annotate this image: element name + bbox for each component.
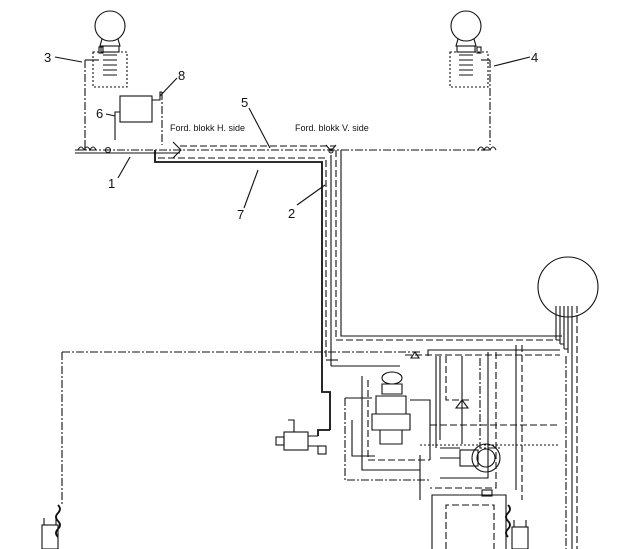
regulator xyxy=(344,371,431,481)
right-headlamp xyxy=(449,10,491,145)
callout-2: 2 xyxy=(288,206,295,221)
relay-unit xyxy=(114,91,163,145)
rear-left-lamp xyxy=(41,504,61,549)
callout-5: 5 xyxy=(241,95,248,110)
starter-switch xyxy=(275,419,330,455)
junction-wiring xyxy=(420,345,560,500)
callout-3: 3 xyxy=(44,50,51,65)
callout-7: 7 xyxy=(237,207,244,222)
left-headlamp xyxy=(84,10,128,140)
callout-1: 1 xyxy=(108,176,115,191)
callout-8: 8 xyxy=(178,68,185,83)
trunk-harness xyxy=(154,150,562,430)
rear-right-lamp xyxy=(505,504,529,549)
connector-label-left: Ford. blokk H. side xyxy=(170,123,245,133)
rear-lamp-feed xyxy=(61,351,560,505)
connector-label-right: Ford. blokk V. side xyxy=(295,123,369,133)
callout-leaders xyxy=(54,56,531,209)
generator xyxy=(440,443,501,473)
front-harness xyxy=(75,140,497,159)
callout-6: 6 xyxy=(96,106,103,121)
callout-4: 4 xyxy=(531,50,538,65)
battery-frame xyxy=(419,455,507,549)
